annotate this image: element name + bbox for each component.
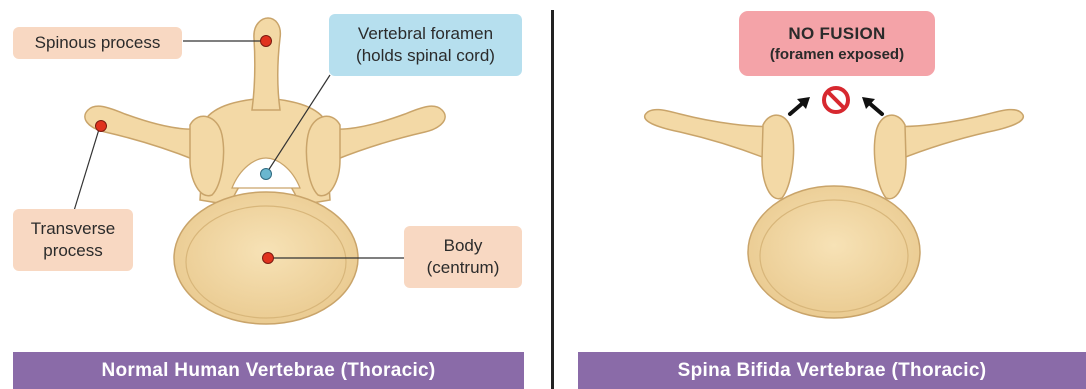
spinous-process-label: Spinous process — [13, 27, 182, 59]
transverse-marker — [96, 121, 107, 132]
left-arrow-icon — [790, 97, 810, 114]
warning-subtitle: (foramen exposed) — [770, 45, 904, 65]
spinous-process — [252, 18, 280, 110]
right-articular-facet — [306, 116, 340, 195]
body-marker — [263, 253, 274, 264]
transverse-leader-line — [73, 126, 100, 214]
spinous-process-text: Spinous process — [35, 32, 161, 54]
normal-vertebra-banner: Normal Human Vertebrae (Thoracic) — [13, 352, 524, 389]
spina-bifida-banner: Spina Bifida Vertebrae (Thoracic) — [578, 352, 1086, 389]
bifida-right-transverse-process — [893, 110, 1023, 160]
left-articular-facet — [190, 116, 224, 195]
vertebral-foramen-text-line2: (holds spinal cord) — [356, 45, 495, 67]
bifida-left-transverse-process — [645, 110, 775, 160]
right-arrow-icon — [862, 97, 882, 114]
left-transverse-process — [85, 106, 205, 160]
spinous-marker — [261, 36, 272, 47]
vertebral-foramen-label: Vertebral foramen (holds spinal cord) — [329, 14, 522, 76]
right-transverse-process — [325, 106, 445, 160]
normal-vertebra-title: Normal Human Vertebrae (Thoracic) — [101, 360, 435, 382]
body-text-line2: (centrum) — [427, 257, 500, 279]
foramen-marker — [261, 169, 272, 180]
no-fusion-warning: NO FUSION (foramen exposed) — [739, 11, 935, 76]
bifida-left-lamina — [762, 115, 794, 199]
transverse-process-text-line1: Transverse — [31, 218, 115, 240]
spina-bifida-title: Spina Bifida Vertebrae (Thoracic) — [678, 360, 987, 382]
body-text-line1: Body — [444, 235, 483, 257]
body-label: Body (centrum) — [404, 226, 522, 288]
vertebral-foramen-text-line1: Vertebral foramen — [358, 23, 493, 45]
warning-title: NO FUSION — [788, 23, 885, 45]
panel-divider — [551, 10, 554, 389]
bifida-vertebral-body — [748, 186, 920, 318]
transverse-process-label: Transverse process — [13, 209, 133, 271]
no-entry-icon — [824, 88, 848, 112]
transverse-process-text-line2: process — [43, 240, 103, 262]
spina-bifida-vertebra — [645, 88, 1024, 318]
bifida-right-lamina — [874, 115, 906, 199]
